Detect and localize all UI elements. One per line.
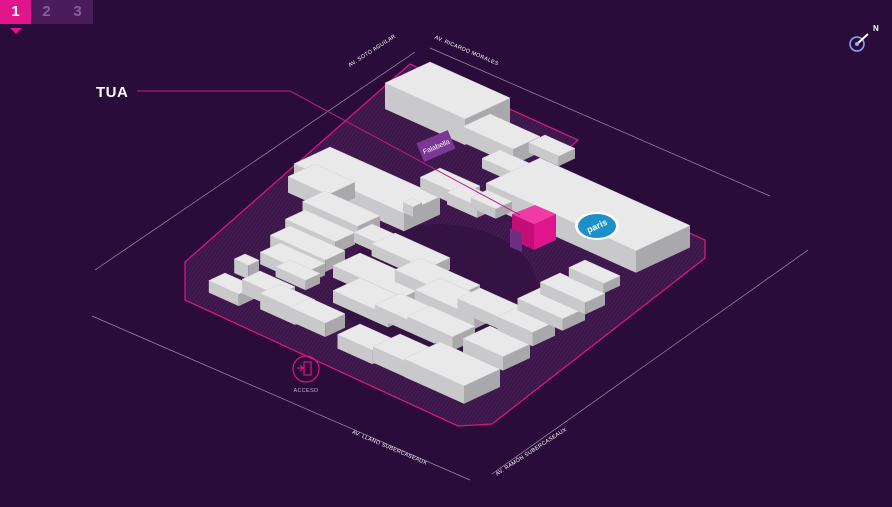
building-side: [495, 201, 512, 219]
floor-tab-2[interactable]: 2: [42, 3, 51, 20]
building-side: [568, 267, 604, 294]
building-roof[interactable]: [568, 259, 621, 284]
building-side: [562, 308, 585, 331]
street-label-soto-aguilar: AV. SOTO AGUILAR: [348, 34, 398, 69]
compass-letter: N: [873, 24, 879, 33]
building-side: [636, 225, 690, 273]
building-side: [290, 307, 326, 337]
building-side: [528, 142, 559, 167]
building-side: [234, 259, 249, 280]
tua-store-block[interactable]: [510, 205, 556, 252]
building-roof[interactable]: [462, 113, 541, 150]
building-roof[interactable]: [301, 190, 381, 227]
paris-logo[interactable]: paris: [575, 212, 619, 240]
building-side: [486, 183, 636, 273]
active-floor-indicator: [10, 28, 22, 34]
building-roof[interactable]: [233, 253, 260, 266]
building-roof[interactable]: [528, 134, 576, 157]
building-side: [337, 334, 373, 365]
building-side: [407, 316, 453, 351]
store-leader-line: [137, 90, 521, 216]
building-side: [585, 293, 605, 315]
building-side: [497, 316, 533, 347]
building-side: [413, 202, 422, 217]
compass-icon: [849, 33, 869, 52]
building-roof[interactable]: [485, 157, 691, 251]
building-roof[interactable]: [402, 197, 423, 207]
building-side: [503, 344, 530, 371]
building-side: [464, 369, 500, 404]
building-side: [447, 192, 477, 218]
building-roof[interactable]: [384, 61, 511, 120]
building-side: [385, 83, 465, 145]
street-label-llano-subercaseaux: AV. LLANO SUBERCASEAUX: [351, 430, 428, 467]
store-label-tua[interactable]: TUA: [96, 84, 129, 101]
building-side: [305, 273, 320, 291]
falabella-logo[interactable]: Falabella: [416, 130, 456, 162]
building-side: [325, 250, 345, 272]
building-side: [470, 197, 496, 219]
building-side: [603, 275, 620, 294]
floor-tab-1[interactable]: 1: [0, 0, 31, 24]
building-roof[interactable]: [293, 146, 441, 214]
building-side: [558, 148, 575, 167]
building-side: [532, 321, 555, 347]
building-side: [517, 298, 563, 331]
buildings: [208, 61, 691, 404]
building-side: [260, 293, 296, 325]
street-label-ricardo-morales: AV. RICARDO MORALES: [433, 35, 499, 67]
building-side: [457, 298, 498, 329]
building-side: [275, 266, 306, 291]
building-side: [414, 289, 475, 329]
access-label: ACCESO: [293, 388, 318, 394]
building-side: [540, 282, 586, 315]
building-side: [404, 358, 464, 404]
building-roof[interactable]: [284, 209, 356, 242]
building-roof[interactable]: [406, 305, 476, 338]
building-side: [208, 280, 239, 307]
building-side: [463, 338, 503, 371]
building-roof[interactable]: [289, 297, 346, 324]
floor-tab-3[interactable]: 3: [73, 3, 82, 20]
building-side: [325, 313, 345, 337]
street-label-ramon-subercaseaux: AV. RAMÓN SUBERCASEAUX: [494, 426, 568, 477]
building-roof[interactable]: [274, 259, 321, 281]
building-roof[interactable]: [269, 225, 346, 261]
street-lines: [91, 47, 809, 481]
floor-selector: 1 2 3: [0, 0, 93, 24]
building-side: [404, 196, 440, 232]
entrance-door-icon[interactable]: [292, 355, 320, 383]
building-side: [333, 290, 388, 328]
